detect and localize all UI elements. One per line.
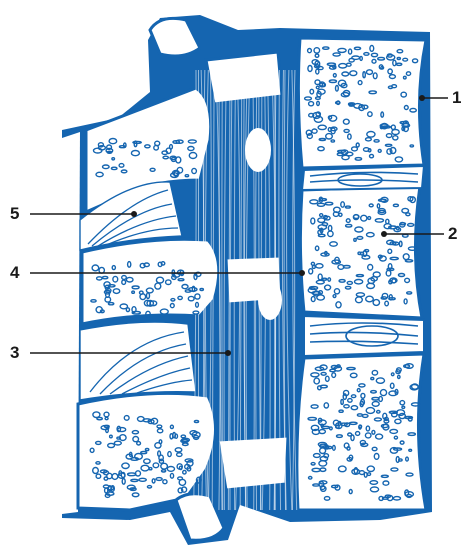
- label-1: 1: [452, 88, 461, 108]
- label-2: 2: [448, 224, 457, 244]
- foramen-upper: [245, 128, 271, 172]
- ligament-3: [80, 322, 196, 400]
- leader-dot-3: [225, 350, 231, 356]
- leader-dot-1: [419, 95, 425, 101]
- disc-lower: [304, 316, 424, 356]
- label-5: 5: [10, 204, 19, 224]
- leader-dot-4: [299, 270, 305, 276]
- leader-dot-2: [381, 231, 387, 237]
- label-3: 3: [10, 343, 19, 363]
- leader-dot-5: [131, 211, 137, 217]
- label-4: 4: [10, 263, 19, 283]
